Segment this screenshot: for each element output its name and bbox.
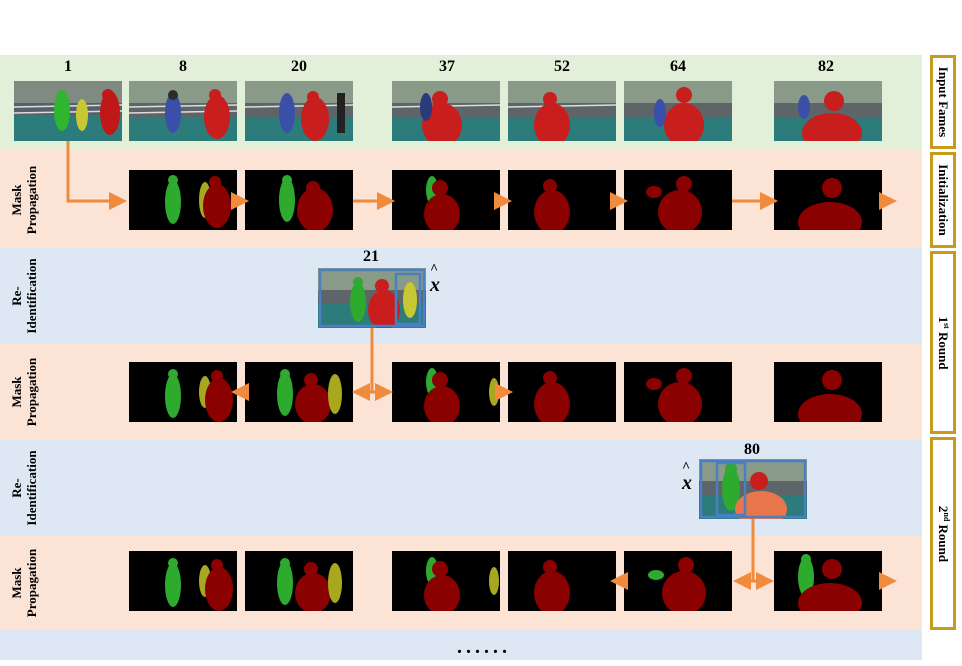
input-frame-20 xyxy=(245,81,353,141)
boxing-photo-graphic xyxy=(318,268,426,328)
mask-round2-37 xyxy=(392,551,500,611)
reid-frame-number-80: 80 xyxy=(744,441,760,458)
boxing-photo-graphic xyxy=(14,81,122,141)
mask-round2-64 xyxy=(624,551,732,611)
boxing-photo-graphic xyxy=(699,459,807,519)
input-frame-52 xyxy=(508,81,616,141)
continuation-band xyxy=(0,630,922,660)
side-panel-round2: 2nd Round xyxy=(930,437,956,630)
mask-round1-82 xyxy=(774,362,882,422)
mask-round1-20 xyxy=(245,362,353,422)
frame-number-20: 20 xyxy=(291,58,307,75)
reid-frame-number-21: 21 xyxy=(363,248,379,265)
reid-frame-80 xyxy=(699,459,807,519)
boxing-photo-graphic xyxy=(774,81,882,141)
mask-silhouette xyxy=(277,369,342,422)
mask-round1-8 xyxy=(129,362,237,422)
mask-round2-8 xyxy=(129,551,237,611)
mask-silhouette xyxy=(165,558,233,611)
mask-silhouette xyxy=(534,371,570,422)
mask-round1-52 xyxy=(508,362,616,422)
input-frame-37 xyxy=(392,81,500,141)
x-hat-symbol-round1: x xyxy=(430,274,440,296)
mask-init-8 xyxy=(129,170,237,230)
mask-silhouette xyxy=(646,176,702,230)
frame-number-64: 64 xyxy=(670,58,686,75)
hat-accent-round2: ^ xyxy=(682,460,691,475)
mask-init-37 xyxy=(392,170,500,230)
mask-silhouette xyxy=(279,175,333,230)
input-frame-82 xyxy=(774,81,882,141)
mask-round2-82 xyxy=(774,551,882,611)
side-panel-init: Initialization xyxy=(930,152,956,248)
mask-silhouette xyxy=(646,368,702,422)
mask-silhouette xyxy=(534,179,570,230)
mask-silhouette xyxy=(798,178,862,230)
boxing-photo-graphic xyxy=(508,81,616,141)
mask-init-82 xyxy=(774,170,882,230)
mask-silhouette xyxy=(534,560,570,611)
mask-init-64 xyxy=(624,170,732,230)
mask-round2-52 xyxy=(508,551,616,611)
mask-round1-64 xyxy=(624,362,732,422)
boxing-photo-graphic xyxy=(129,81,237,141)
mask-silhouette xyxy=(165,175,231,228)
x-hat-symbol-round2: x xyxy=(682,472,692,494)
frame-number-1: 1 xyxy=(64,58,72,75)
mask-init-20 xyxy=(245,170,353,230)
boxing-photo-graphic xyxy=(245,81,353,141)
mask-silhouette xyxy=(424,557,499,611)
boxing-photo-graphic xyxy=(392,81,500,141)
input-frame-8 xyxy=(129,81,237,141)
mask-silhouette xyxy=(798,554,862,611)
mask-silhouette xyxy=(165,369,233,422)
mask-silhouette xyxy=(424,176,460,230)
ellipsis: ...... xyxy=(457,636,511,658)
frame-number-8: 8 xyxy=(179,58,187,75)
input-frame-64 xyxy=(624,81,732,141)
boxing-photo-graphic xyxy=(624,81,732,141)
mask-round2-20 xyxy=(245,551,353,611)
frame-number-37: 37 xyxy=(439,58,455,75)
frame-number-52: 52 xyxy=(554,58,570,75)
input-frame-1 xyxy=(14,81,122,141)
mask-silhouette xyxy=(798,370,862,422)
arrow-init-start xyxy=(66,141,127,210)
hat-accent-round1: ^ xyxy=(430,262,439,277)
reid-frame-21 xyxy=(318,268,426,328)
mask-silhouette xyxy=(277,558,342,611)
side-panel-round1: 1st Round xyxy=(930,251,956,434)
frame-number-82: 82 xyxy=(818,58,834,75)
side-panel-input: Input Fames xyxy=(930,55,956,149)
mask-silhouette xyxy=(648,557,706,611)
reid-round1-band xyxy=(0,248,922,344)
mask-init-52 xyxy=(508,170,616,230)
